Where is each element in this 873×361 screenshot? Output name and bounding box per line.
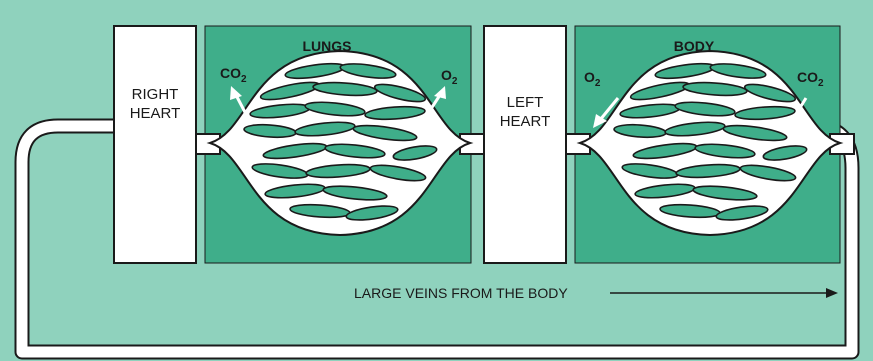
left-heart-box xyxy=(484,26,566,263)
right-heart-box xyxy=(114,26,196,263)
body-title: BODY xyxy=(674,38,715,54)
right-heart-label-line2: HEART xyxy=(130,105,181,122)
veins-arrow xyxy=(610,288,838,298)
right-heart-label-line1: RIGHT xyxy=(132,86,179,103)
left-heart-label-line2: HEART xyxy=(500,113,551,130)
large-veins-label: LARGE VEINS FROM THE BODY xyxy=(354,285,568,301)
left-heart-label-line1: LEFT xyxy=(507,94,544,111)
lungs-title: LUNGS xyxy=(303,38,352,54)
